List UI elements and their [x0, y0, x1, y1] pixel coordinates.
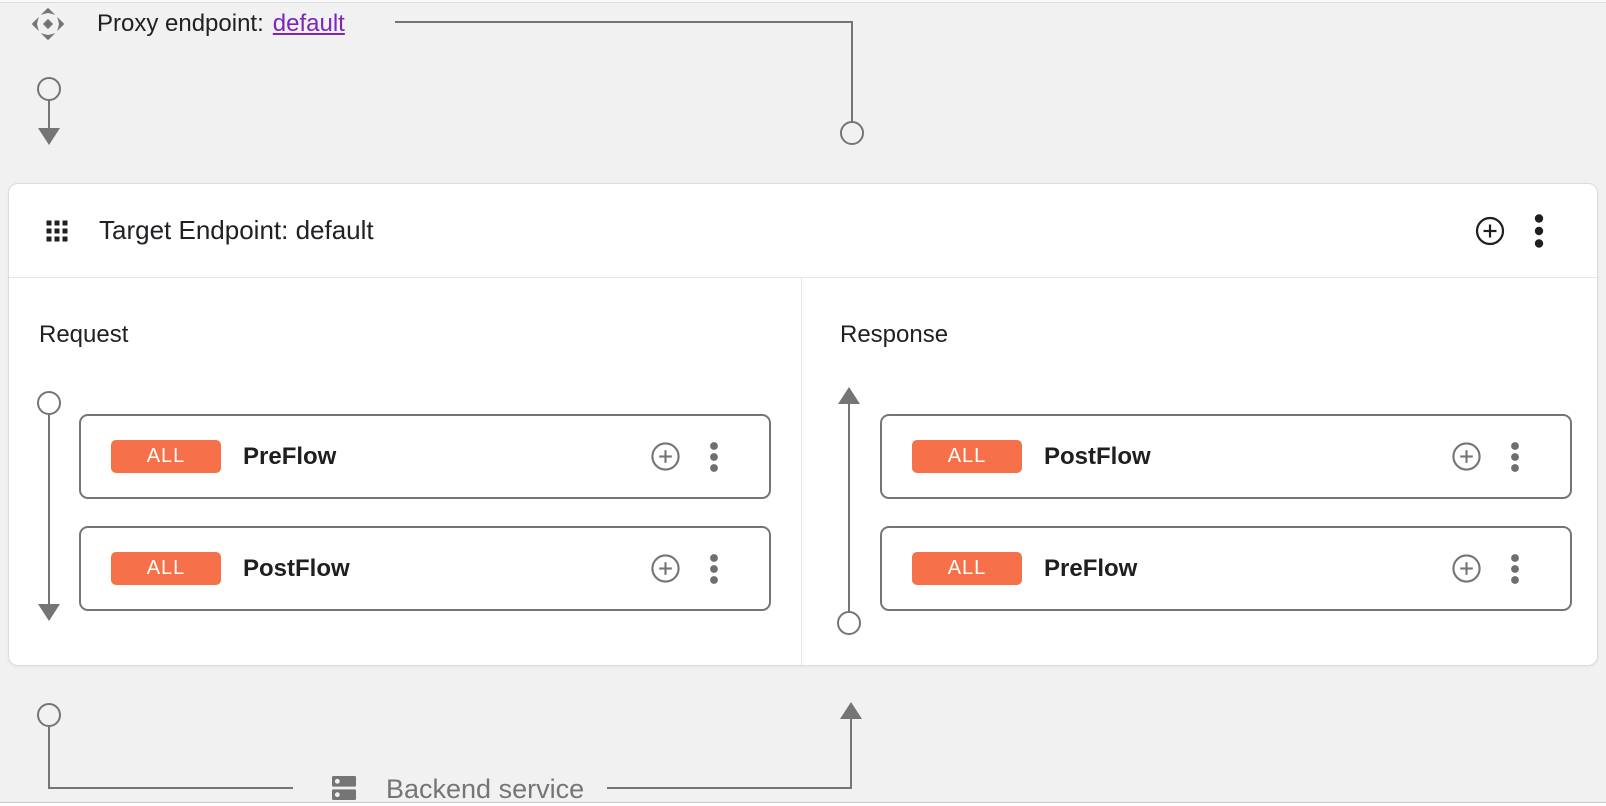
add-circle-icon — [1452, 554, 1481, 583]
flow-card-response-preflow[interactable]: ALL PreFlow — [880, 526, 1572, 611]
condition-badge: ALL — [111, 552, 221, 585]
flow-menu-button[interactable] — [709, 441, 719, 472]
proxy-to-response-connector — [395, 21, 864, 145]
flow-name: PostFlow — [1044, 442, 1151, 470]
add-policy-button[interactable] — [1451, 441, 1482, 472]
condition-badge: ALL — [912, 440, 1022, 473]
more-vert-icon — [1511, 553, 1519, 584]
canvas-top-edge — [0, 0, 1606, 3]
backend-to-response-connector — [607, 702, 862, 789]
request-panel: Request ALL PreFlow — [9, 278, 801, 665]
add-circle-icon — [651, 554, 680, 583]
flow-card-request-preflow[interactable]: ALL PreFlow — [79, 414, 771, 499]
condition-badge: ALL — [912, 552, 1022, 585]
target-endpoint-body: Request ALL PreFlow — [9, 278, 1597, 665]
request-to-backend-connector — [37, 703, 293, 789]
target-endpoint-header: Target Endpoint: default — [9, 184, 1597, 278]
dns-icon — [332, 776, 356, 800]
add-circle-icon — [1452, 442, 1481, 471]
proxy-endpoint-icon — [31, 7, 65, 41]
flow-menu-button[interactable] — [1510, 441, 1520, 472]
response-panel-label: Response — [840, 321, 949, 348]
add-flow-button[interactable] — [1474, 215, 1506, 247]
add-circle-icon — [651, 442, 680, 471]
endpoint-menu-button[interactable] — [1533, 213, 1545, 248]
condition-badge: ALL — [111, 440, 221, 473]
flow-card-request-postflow[interactable]: ALL PostFlow — [79, 526, 771, 611]
add-policy-button[interactable] — [650, 441, 681, 472]
target-endpoint-title: Target Endpoint: default — [99, 215, 374, 245]
target-endpoint-card: Target Endpoint: default Requ — [8, 183, 1598, 666]
backend-service-row: Backend service — [328, 772, 584, 805]
flow-name: PreFlow — [1044, 554, 1138, 582]
proxy-endpoint-row: Proxy endpoint: default — [31, 7, 345, 41]
proxy-endpoint-flow-line — [37, 77, 61, 145]
flow-name: PostFlow — [243, 554, 350, 582]
proxy-endpoint-link[interactable]: default — [272, 10, 345, 37]
flow-menu-button[interactable] — [709, 553, 719, 584]
flow-menu-button[interactable] — [1510, 553, 1520, 584]
request-panel-label: Request — [39, 321, 129, 348]
more-vert-icon — [1511, 441, 1519, 472]
flow-card-response-postflow[interactable]: ALL PostFlow — [880, 414, 1572, 499]
response-panel: Response ALL PostFlow — [801, 278, 1597, 665]
add-policy-button[interactable] — [1451, 553, 1482, 584]
more-vert-icon — [1534, 213, 1544, 248]
canvas-bottom-edge — [0, 802, 1606, 806]
backend-service-label: Backend service — [386, 774, 585, 804]
more-vert-icon — [710, 553, 718, 584]
add-circle-icon — [1475, 216, 1505, 245]
proxy-endpoint-label: Proxy endpoint: — [97, 10, 264, 37]
flow-name: PreFlow — [243, 442, 337, 470]
drag-grid-icon — [46, 220, 68, 241]
more-vert-icon — [710, 441, 718, 472]
add-policy-button[interactable] — [650, 553, 681, 584]
